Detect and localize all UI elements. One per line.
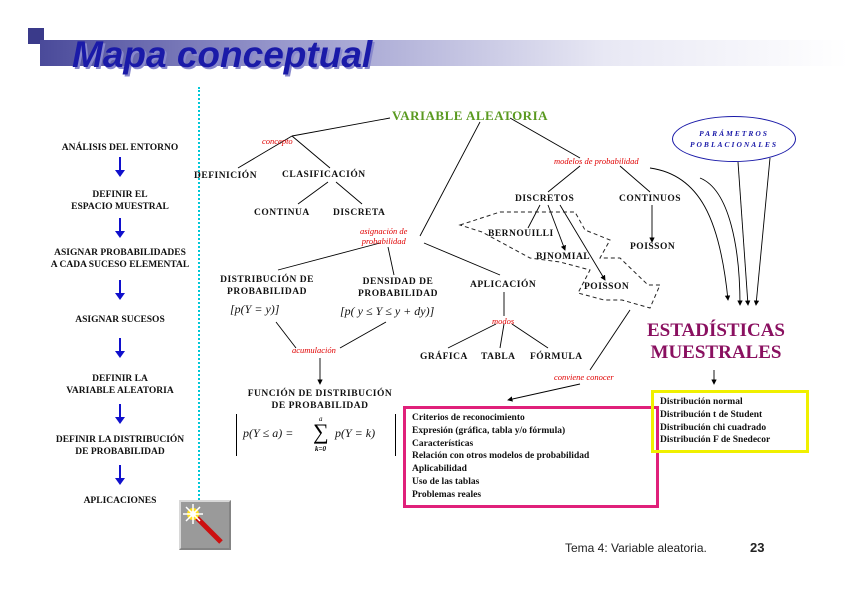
step-item: ASIGNAR PROBABILIDADES A CADA SUCESO ELE… xyxy=(50,248,190,270)
criterios-item: Problemas reales xyxy=(412,489,482,500)
page-number: 23 xyxy=(750,540,765,555)
formula-funcion-distribucion: p(Y ≤ a) = a ∑ k=0 p(Y = k) xyxy=(236,414,396,456)
node-continua: CONTINUA xyxy=(254,208,310,218)
down-arrow-icon xyxy=(115,280,125,300)
node-distribucion-probabilidad: DISTRIBUCIÓN DE PROBABILIDAD xyxy=(220,275,314,297)
formula-distribucion-probabilidad: [p(Y = y)] xyxy=(230,302,280,316)
distribucion-item: Distribución t de Student xyxy=(660,409,763,420)
magic-wand-button[interactable] xyxy=(179,500,231,550)
node-bernouilli: BERNOUILLI xyxy=(488,229,554,239)
down-arrow-icon xyxy=(115,157,125,177)
node-clasificacion: CLASIFICACIÓN xyxy=(282,170,366,180)
criterios-item: Relación con otros modelos de probabilid… xyxy=(412,451,590,462)
formula-densidad-probabilidad: [p( y ≤ Y ≤ y + dy)] xyxy=(340,304,435,318)
title-bar xyxy=(40,40,848,66)
criterios-item: Aplicabilidad xyxy=(412,464,467,475)
criterios-item: Uso de las tablas xyxy=(412,476,480,487)
node-discreta: DISCRETA xyxy=(333,208,386,218)
formula-sum-bottom: k=0 xyxy=(315,445,326,453)
node-poisson-continuo: POISSON xyxy=(630,242,676,252)
node-discretos: DISCRETOS xyxy=(515,194,575,204)
node-formula: FÓRMULA xyxy=(530,352,583,362)
step-item: DEFINIR LA DISTRIBUCIÓN DE PROBABILIDAD xyxy=(55,435,185,457)
node-parametros-poblacionales: PARÁMETROS POBLACIONALES xyxy=(672,116,796,162)
sum-symbol: ∑ xyxy=(313,419,329,444)
distribucion-item: Distribución chi cuadrado xyxy=(660,422,767,433)
criterios-item: Características xyxy=(412,438,474,449)
down-arrow-icon xyxy=(115,338,125,358)
criterios-item: Expresión (gráfica, tabla y/o fórmula) xyxy=(412,425,566,436)
criterios-box: Criterios de reconocimiento Expresión (g… xyxy=(403,406,659,508)
step-item: ASIGNAR SUCESOS xyxy=(75,315,165,325)
formula-left: p(Y ≤ a) = xyxy=(243,426,294,440)
node-aplicacion: APLICACIÓN xyxy=(470,280,537,290)
label-asignacion: asignación de probabilidad xyxy=(360,226,408,246)
node-variable-aleatoria: VARIABLE ALEATORIA xyxy=(392,108,549,123)
step-item: ANÁLISIS DEL ENTORNO xyxy=(61,143,179,153)
node-continuos: CONTINUOS xyxy=(619,194,682,204)
node-binomial: BINOMIAL xyxy=(536,252,591,262)
label-modos: modos xyxy=(492,316,515,326)
distribucion-item: Distribución normal xyxy=(660,397,743,407)
label-conviene-conocer: conviene conocer xyxy=(554,372,614,382)
page-title: Mapa conceptual xyxy=(72,34,373,75)
node-grafica: GRÁFICA xyxy=(420,352,468,362)
down-arrow-icon xyxy=(115,465,125,485)
step-item: APLICACIONES xyxy=(83,496,157,506)
step-item: DEFINIR EL ESPACIO MUESTRAL xyxy=(71,190,169,212)
distribuciones-box: Distribución normal Distribución t de St… xyxy=(651,390,809,454)
node-funcion-distribucion: FUNCIÓN DE DISTRIBUCIÓN DE PROBABILIDAD xyxy=(247,389,393,411)
label-modelos: modelos de probabilidad xyxy=(554,156,639,166)
label-concepto: concepto xyxy=(262,136,293,146)
footer-text: Tema 4: Variable aleatoria. xyxy=(565,541,707,555)
label-acumulacion: acumulación xyxy=(292,345,336,355)
formula-right: p(Y = k) xyxy=(335,426,376,440)
magic-wand-icon xyxy=(183,504,223,544)
node-poisson-discreto: POISSON xyxy=(584,282,630,292)
formula-sum-top: a xyxy=(319,415,323,423)
node-tabla: TABLA xyxy=(481,352,516,362)
down-arrow-icon xyxy=(115,404,125,424)
down-arrow-icon xyxy=(115,218,125,238)
distribucion-item: Distribución F de Snedecor xyxy=(660,435,771,446)
node-densidad-probabilidad: DENSIDAD DE PROBABILIDAD xyxy=(358,277,438,299)
step-item: DEFINIR LA VARIABLE ALEATORIA xyxy=(66,374,174,396)
node-definicion: DEFINICIÓN xyxy=(194,171,258,181)
separator-line xyxy=(198,87,200,507)
node-estadisticas-muestrales: ESTADÍSTICAS MUESTRALES xyxy=(647,320,785,363)
criterios-item: Criterios de reconocimiento xyxy=(412,413,525,423)
